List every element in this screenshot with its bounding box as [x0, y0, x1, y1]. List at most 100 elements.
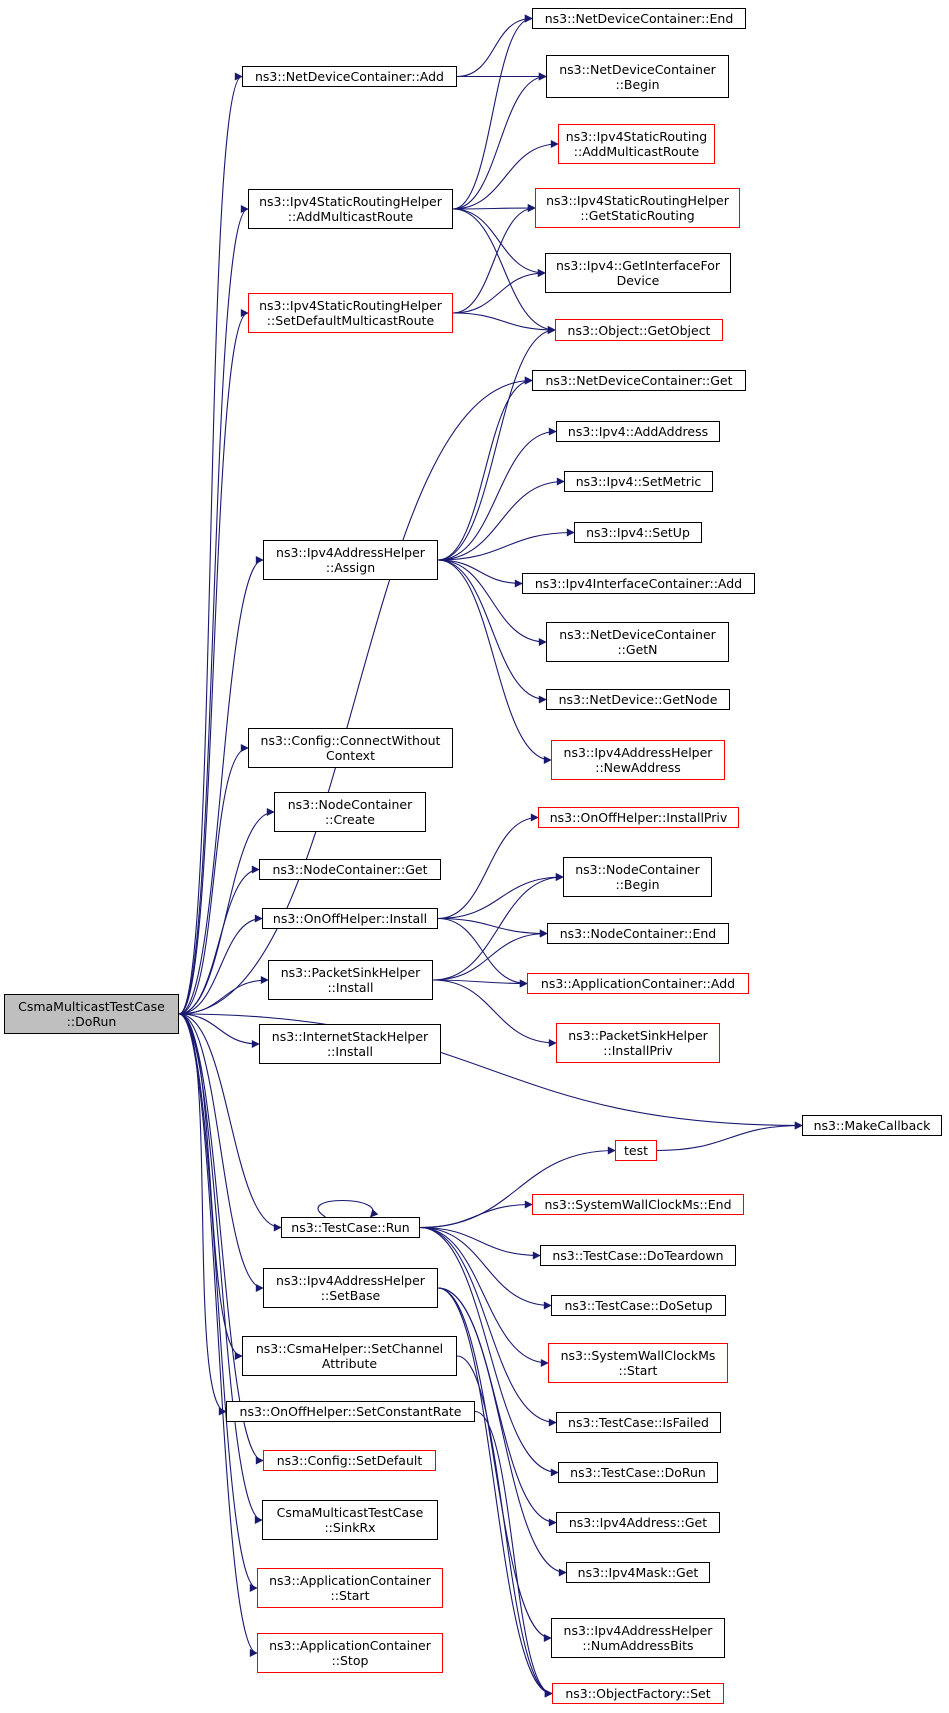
node-label: ns3::Ipv4AddressHelper ::NumAddressBits [563, 1623, 713, 1653]
node-swc-start[interactable]: ns3::SystemWallClockMs ::Start [548, 1343, 728, 1383]
node-test[interactable]: test [615, 1140, 657, 1161]
node-cmtc-sinkrx[interactable]: CsmaMulticastTestCase ::SinkRx [262, 1500, 438, 1540]
node-tc-dorun[interactable]: ns3::TestCase::DoRun [558, 1462, 718, 1483]
node-isr-amr[interactable]: ns3::Ipv4StaticRouting ::AddMulticastRou… [558, 124, 715, 164]
edge-root-to-ooh-install [178, 914, 263, 1015]
edge-psh-install-to-psh-installpriv [432, 979, 557, 1047]
node-ndc-get[interactable]: ns3::NetDeviceContainer::Get [532, 370, 746, 391]
node-label: ns3::Config::SetDefault [276, 1453, 423, 1468]
node-label: ns3::ApplicationContainer ::Start [269, 1573, 431, 1603]
node-nc-get[interactable]: ns3::NodeContainer::Get [259, 859, 441, 880]
node-csma-sca[interactable]: ns3::CsmaHelper::SetChannel Attribute [242, 1336, 457, 1376]
node-of-set[interactable]: ns3::ObjectFactory::Set [552, 1683, 724, 1704]
node-label: ns3::Ipv4AddressHelper ::SetBase [276, 1273, 425, 1303]
node-tc-isfailed[interactable]: ns3::TestCase::IsFailed [556, 1412, 721, 1433]
node-ac-add[interactable]: ns3::ApplicationContainer::Add [527, 973, 749, 994]
edge-psh-install-to-nc-end [432, 929, 548, 981]
node-cfg-setdefault[interactable]: ns3::Config::SetDefault [263, 1450, 436, 1471]
edge-ooh-install-to-ooh-installpriv [437, 813, 539, 920]
edge-isrh-amr-to-isrh-gsr [452, 204, 536, 213]
node-label: ns3::Ipv4Mask::Get [577, 1565, 699, 1580]
node-tc-run[interactable]: ns3::TestCase::Run [281, 1217, 420, 1238]
node-ipv4-gifd[interactable]: ns3::Ipv4::GetInterfaceFor Device [545, 253, 731, 293]
node-iic-add[interactable]: ns3::Ipv4InterfaceContainer::Add [522, 573, 755, 594]
node-tc-setup[interactable]: ns3::TestCase::DoSetup [551, 1295, 726, 1316]
node-iah-assign[interactable]: ns3::Ipv4AddressHelper ::Assign [263, 540, 438, 580]
node-ipv4-setmetric[interactable]: ns3::Ipv4::SetMetric [564, 471, 713, 492]
edge-isrh-amr-to-ndc-end [452, 14, 533, 210]
node-ac-stop[interactable]: ns3::ApplicationContainer ::Stop [257, 1633, 443, 1673]
edge-root-to-ooh-scr [178, 1013, 227, 1416]
node-iah-nab[interactable]: ns3::Ipv4AddressHelper ::NumAddressBits [551, 1618, 725, 1658]
node-ish-install[interactable]: ns3::InternetStackHelper ::Install [259, 1024, 441, 1064]
node-iah-setbase[interactable]: ns3::Ipv4AddressHelper ::SetBase [263, 1268, 438, 1308]
node-label: ns3::NodeContainer ::Create [287, 797, 413, 827]
node-label: ns3::NetDevice::GetNode [558, 692, 718, 707]
edge-root-to-iah-assign [178, 556, 264, 1015]
node-label: ns3::NetDeviceContainer::Add [255, 69, 444, 84]
node-ndc-getn[interactable]: ns3::NetDeviceContainer ::GetN [546, 622, 729, 662]
node-ipv4addr-get[interactable]: ns3::Ipv4Address::Get [556, 1512, 720, 1533]
edge-iah-assign-to-ipv4-addaddr [437, 427, 557, 561]
node-ipv4mask-get[interactable]: ns3::Ipv4Mask::Get [566, 1562, 710, 1583]
edge-iah-assign-to-ndc-getn [437, 559, 547, 646]
edge-iah-setbase-to-ipv4mask-get [437, 1287, 567, 1577]
edge-root-to-cmtc-sinkrx [178, 1013, 263, 1524]
edge-tc-run-to-tc-teardown [419, 1226, 541, 1260]
node-nc-end[interactable]: ns3::NodeContainer::End [547, 923, 729, 944]
node-ooh-scr[interactable]: ns3::OnOffHelper::SetConstantRate [226, 1401, 475, 1422]
edge-psh-install-to-nc-begin [432, 873, 564, 981]
edge-isrh-amr-to-isr-amr [452, 140, 559, 210]
node-psh-installpriv[interactable]: ns3::PacketSinkHelper ::InstallPriv [556, 1023, 720, 1063]
node-ooh-install[interactable]: ns3::OnOffHelper::Install [262, 908, 438, 929]
edge-iah-assign-to-iic-add [437, 559, 523, 588]
node-ooh-installpriv[interactable]: ns3::OnOffHelper::InstallPriv [538, 807, 739, 828]
node-isrh-gsr[interactable]: ns3::Ipv4StaticRoutingHelper ::GetStatic… [535, 188, 740, 228]
node-ndc-end[interactable]: ns3::NetDeviceContainer::End [532, 8, 746, 29]
edge-isrh-amr-to-ipv4-gifd [452, 208, 546, 277]
node-root[interactable]: CsmaMulticastTestCase ::DoRun [4, 994, 179, 1034]
edge-iah-assign-to-nd-getnode [437, 559, 547, 704]
edge-iah-assign-to-ndc-get [437, 376, 533, 561]
node-nc-create[interactable]: ns3::NodeContainer ::Create [274, 792, 426, 832]
node-label: ns3::NetDeviceContainer ::GetN [559, 627, 716, 657]
node-swc-end[interactable]: ns3::SystemWallClockMs::End [532, 1194, 744, 1215]
node-label: ns3::ApplicationContainer::Add [540, 976, 736, 991]
node-nd-getnode[interactable]: ns3::NetDevice::GetNode [546, 689, 730, 710]
edge-iah-assign-to-obj-get [437, 326, 556, 561]
node-ndc-add[interactable]: ns3::NetDeviceContainer::Add [242, 66, 457, 87]
node-makecallback[interactable]: ns3::MakeCallback [802, 1115, 942, 1136]
node-label: ns3::Ipv4Address::Get [568, 1515, 708, 1530]
node-cfg-cwc[interactable]: ns3::Config::ConnectWithout Context [248, 728, 453, 768]
node-ipv4-addaddr[interactable]: ns3::Ipv4::AddAddress [556, 421, 720, 442]
node-label: ns3::TestCase::DoTeardown [552, 1248, 724, 1263]
edge-ndc-add-to-ndc-end [456, 14, 533, 78]
node-nc-begin[interactable]: ns3::NodeContainer ::Begin [563, 857, 712, 897]
node-label: ns3::Ipv4StaticRoutingHelper ::GetStatic… [546, 193, 729, 223]
node-label: ns3::TestCase::DoRun [570, 1465, 706, 1480]
edge-iah-setbase-to-of-set [437, 1287, 553, 1698]
edge-iah-assign-to-iah-newaddr [437, 559, 552, 764]
node-ac-start[interactable]: ns3::ApplicationContainer ::Start [257, 1568, 443, 1608]
node-iah-newaddr[interactable]: ns3::Ipv4AddressHelper ::NewAddress [551, 740, 725, 780]
node-psh-install[interactable]: ns3::PacketSinkHelper ::Install [268, 960, 433, 1000]
node-label: ns3::Ipv4::SetUp [586, 525, 690, 540]
node-isrh-sdmr[interactable]: ns3::Ipv4StaticRoutingHelper ::SetDefaul… [248, 293, 453, 333]
node-label: ns3::Ipv4::AddAddress [567, 424, 709, 439]
node-obj-get[interactable]: ns3::Object::GetObject [555, 319, 723, 341]
node-tc-teardown[interactable]: ns3::TestCase::DoTeardown [540, 1245, 736, 1266]
edge-tc-run-to-tc-dorun [419, 1226, 559, 1477]
node-label: ns3::OnOffHelper::SetConstantRate [239, 1404, 462, 1419]
edge-ooh-scr-to-of-set [474, 1410, 553, 1698]
node-label: CsmaMulticastTestCase ::SinkRx [276, 1505, 424, 1535]
node-isrh-amr[interactable]: ns3::Ipv4StaticRoutingHelper ::AddMultic… [248, 189, 453, 229]
node-ipv4-setup[interactable]: ns3::Ipv4::SetUp [574, 522, 702, 543]
edge-root-to-makecallback [178, 1013, 803, 1130]
node-ndc-begin[interactable]: ns3::NetDeviceContainer ::Begin [546, 55, 729, 98]
edge-root-to-ac-stop [178, 1013, 258, 1657]
edge-tc-run-to-swc-end [419, 1200, 533, 1229]
node-label: ns3::PacketSinkHelper ::InstallPriv [568, 1028, 708, 1058]
node-label: ns3::NodeContainer::Get [272, 862, 428, 877]
node-label: ns3::NetDeviceContainer::End [544, 11, 734, 26]
